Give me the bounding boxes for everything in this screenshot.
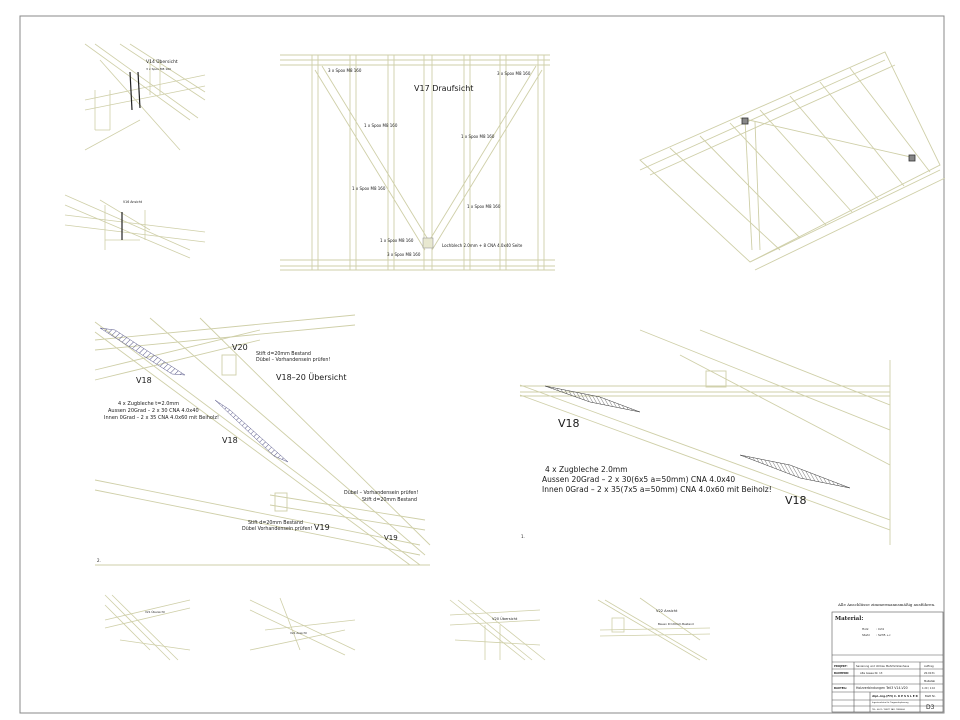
hatch-plate-v18-a (99, 327, 186, 376)
tb-blatt-label: Blatt Nr. (925, 694, 936, 698)
tb-massstab-label: Maßstab (924, 679, 935, 683)
bottom-detail-4-title: V22 Ansicht (656, 609, 678, 613)
tb-projekt-value: Sanierung und Umbau Mehrfamilienhaus (856, 664, 910, 668)
tb-bauteil-value: Holzverbindungen Teil3 V14-V20 (856, 686, 908, 690)
note-stift-3a: Stift d=20mm Bestand (248, 520, 303, 526)
tb-firma-sub1: Ingenieurbüro für Tragwerksplanung (872, 701, 909, 704)
hatch-plate-v18-b (214, 399, 289, 463)
tb-firma-value: dipl.-ing.(FH) C. K E S S L E R (872, 694, 919, 698)
label-v18-b: V18 (222, 436, 238, 445)
note-stift-1b: Dübel – Vorhandensein prüfen! (256, 357, 330, 363)
detail-v14 (84, 43, 206, 151)
detail-v14-sub: 3 x Spox M8 160 (146, 67, 171, 71)
tb-massstab-value: 1:20 / 1:10 (922, 687, 936, 690)
note-duebel-2a: Dübel – Vorhandensein prüfen! (344, 490, 418, 496)
label-v19-b: V19 (384, 534, 398, 542)
tb-material-label: Material: (835, 616, 863, 622)
plan-v17-label-0: 3 x Spox M8 160 (328, 68, 362, 73)
overview-number: 2. (97, 558, 101, 563)
detail-v18-line-2: Aussen 20Grad – 2 x 30(6x5 a=50mm) CNA 4… (542, 475, 735, 484)
detail-v14-title: V14 Übersicht (146, 58, 178, 65)
bottom-detail-4 (597, 597, 711, 661)
detail-v16-title: V16 Ansicht (123, 200, 143, 204)
detail-v18 (519, 329, 891, 545)
tb-auftrag-label: Auftrag (924, 664, 934, 668)
plan-v17-label-2: 1 x Spox M8 160 (364, 123, 398, 128)
label-v19-a: V19 (314, 523, 330, 532)
tb-holz-label: Holz (862, 627, 869, 631)
detail-v16 (64, 194, 206, 259)
note-stift-3b: Dübel Vorhandensein prüfen! (242, 526, 312, 532)
bottom-detail-2-title: V21 Ansicht (290, 631, 308, 635)
tb-auftrag-value: 20.0131 (924, 671, 935, 675)
detail-v18-line-3: Innen 0Grad – 2 x 35(7x5 a=50mm) CNA 4.0… (542, 485, 772, 494)
detail-v18-number: 1. (521, 534, 525, 539)
detail-v18-label-b: V18 (785, 494, 807, 507)
note-stift-1a: Stift d=20mm Bestand (256, 351, 311, 357)
tb-adresse-value: Alte Gasse Nr. 13 (860, 671, 883, 675)
bottom-detail-3-title: V20 Übersicht (492, 616, 518, 621)
tb-note: Alle Anschlüsse zimmermannsmäßig ausführ… (837, 602, 935, 607)
plan-v17-title: V17 Draufsicht (414, 84, 473, 93)
tb-stahl-label: Stahl (862, 633, 870, 637)
plan-v17-label-8: Lochblech 2.0mm + 8 CNA 4.0x40 Seite (442, 243, 523, 248)
note-zug-1: 4 x Zugbleche t=2.0mm (118, 401, 179, 407)
bottom-detail-3 (449, 599, 546, 661)
sheet-frame (19, 15, 945, 714)
plan-v17-label-6: 1 x Spox M8 160 (380, 238, 414, 243)
tb-stahl-value: : S235 +c (876, 633, 891, 637)
tb-bauherr-label: BAUHERR: (834, 671, 849, 675)
detail-v18-label-a: V18 (558, 417, 580, 430)
tb-projekt-label: PROJEKT: (834, 664, 848, 668)
detail-v18-line-1: 4 x Zugbleche 2.0mm (545, 465, 628, 474)
note-duebel-2b: Stift d=20mm Bestand (362, 497, 417, 503)
bottom-detail-2 (249, 597, 356, 656)
bottom-detail-4-sub: Bauen D=20mm Bestand (658, 622, 694, 626)
note-zug-2: Aussen 20Grad – 2 x 30 CNA 4.0x40 (108, 408, 199, 414)
plan-v17-label-7: 3 x Spox M8 160 (387, 252, 421, 257)
bottom-detail-1-title: V21 Übersicht (145, 609, 166, 614)
label-v20: V20 (232, 343, 248, 352)
roof-isometric (639, 51, 946, 271)
tb-bauteil-label: BAUTEIL: (834, 686, 847, 690)
overview-title: V18–20 Übersicht (276, 372, 347, 382)
label-v18-a: V18 (136, 376, 152, 385)
bottom-detail-1 (104, 594, 191, 661)
hatch-plate-v18-d (739, 454, 851, 489)
tb-holz-value: : C24 (876, 627, 884, 631)
tb-blatt-value: D3 (926, 704, 935, 711)
hatch-plate-v18-c (544, 385, 641, 413)
note-zug-3: Innen 0Grad – 2 x 35 CNA 4.0x60 mit Beih… (104, 415, 219, 421)
plan-v17-label-4: 1 x Spox M8 160 (352, 186, 386, 191)
plan-v17-label-1: 3 x Spox M8 160 (497, 71, 531, 76)
tb-firma-sub2: TEL: 0621 / 98877 FAX: 7885666 (872, 708, 906, 711)
title-block (831, 611, 944, 713)
plan-v17-label-3: 1 x Spox M8 160 (461, 134, 495, 139)
overview-v18-20 (94, 314, 431, 566)
plan-v17 (280, 54, 555, 271)
plan-v17-label-5: 1 x Spox M8 160 (467, 204, 501, 209)
